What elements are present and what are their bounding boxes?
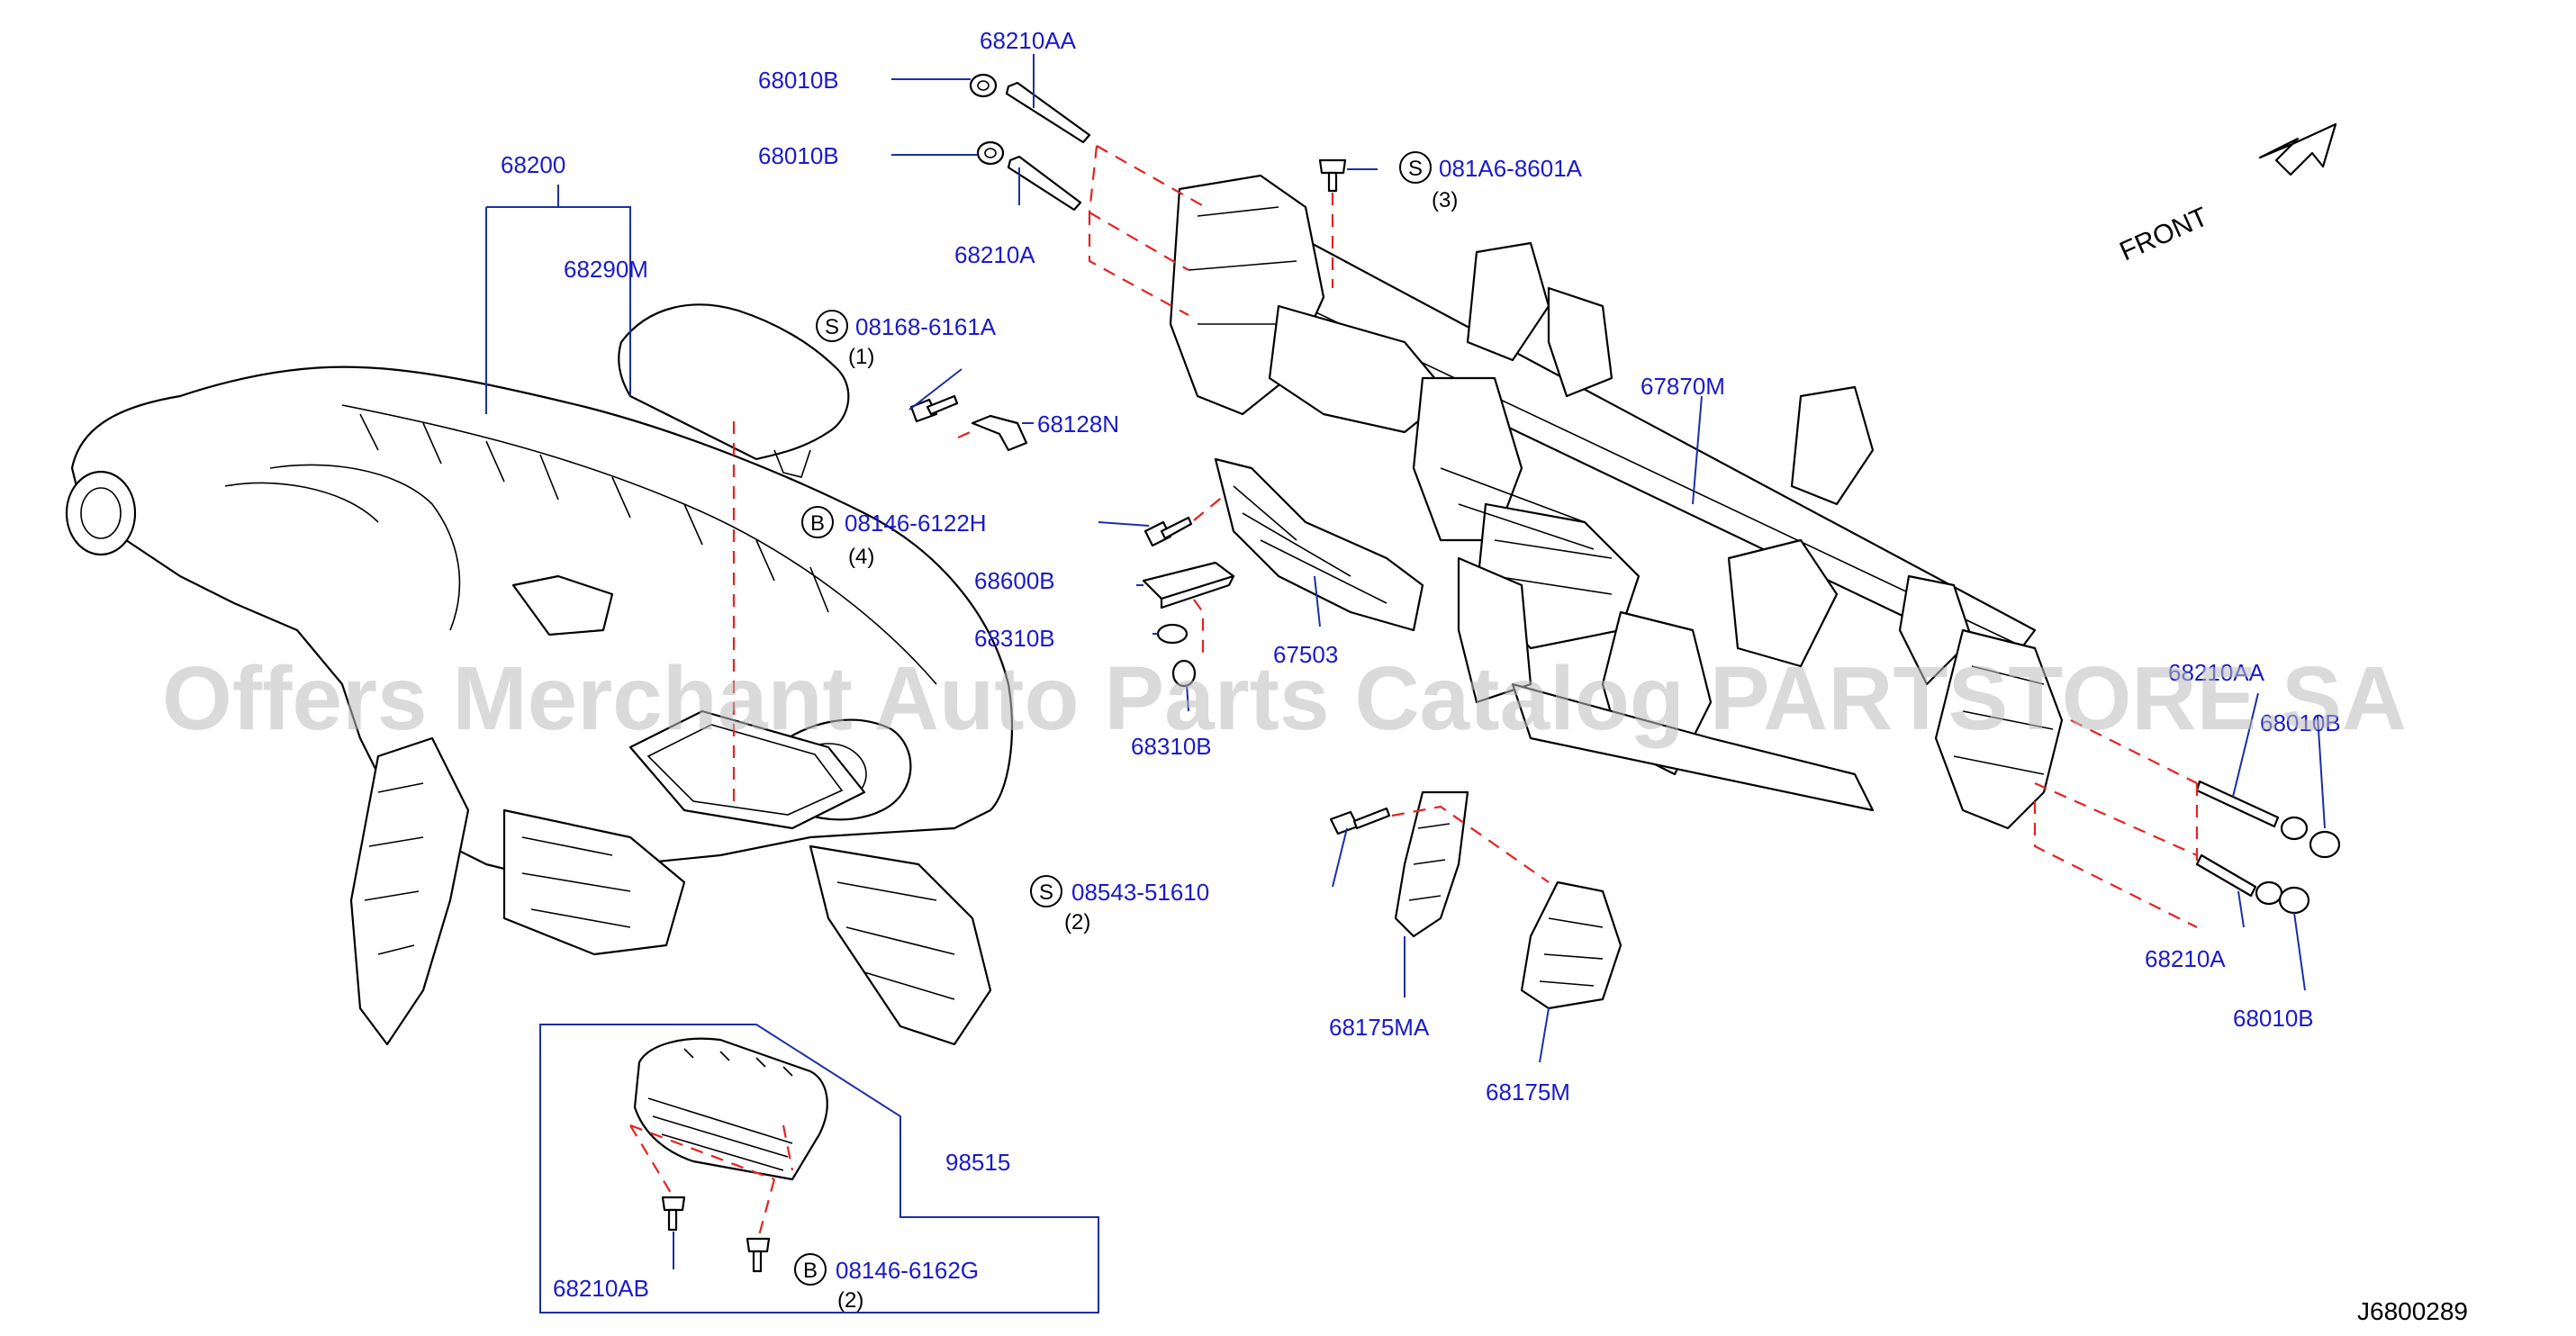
bracket-68175MA-drawing bbox=[1394, 790, 1469, 938]
watermark-text: Offers Merchant Auto Parts Catalog PARTS… bbox=[162, 648, 2407, 749]
bracket-67503-drawing bbox=[1214, 457, 1424, 632]
label-08146-6162G: 08146-6162G bbox=[836, 1257, 979, 1284]
svg-text:B: B bbox=[810, 511, 825, 536]
label-68210AA-top: 68210AA bbox=[980, 27, 1077, 54]
label-68210A-right: 68210A bbox=[2145, 945, 2226, 972]
steering-member-drawing bbox=[1169, 174, 2064, 830]
label-68210A-top: 68210A bbox=[954, 241, 1035, 268]
label-08168-6161A: 08168-6161A bbox=[855, 313, 997, 340]
symbol-s-081A6: S bbox=[1399, 151, 1432, 184]
label-68128N: 68128N bbox=[1037, 411, 1119, 438]
qty-081A6: (3) bbox=[1432, 188, 1458, 212]
label-98515: 98515 bbox=[945, 1149, 1010, 1176]
diagram-code: J6800289 bbox=[2357, 1297, 2468, 1325]
label-68310B-2: 68310B bbox=[1131, 733, 1212, 760]
passenger-airbag-drawing bbox=[633, 1037, 828, 1181]
label-68175MA: 68175MA bbox=[1329, 1014, 1430, 1041]
svg-text:S: S bbox=[1408, 157, 1423, 181]
label-67870M: 67870M bbox=[1641, 373, 1725, 400]
svg-text:S: S bbox=[825, 315, 839, 339]
label-081A6-8601A: 081A6-8601A bbox=[1439, 155, 1583, 182]
bracket-68175M-drawing bbox=[1520, 880, 1622, 1010]
svg-text:B: B bbox=[803, 1259, 818, 1283]
label-68175M: 68175M bbox=[1486, 1079, 1570, 1106]
label-68310B-1: 68310B bbox=[974, 625, 1055, 652]
label-68010B-3: 68010B bbox=[2260, 709, 2341, 736]
label-68290M: 68290M bbox=[564, 256, 648, 283]
qty-08146-6162G: (2) bbox=[837, 1288, 863, 1313]
qty-08146-6122H: (4) bbox=[848, 545, 874, 569]
alignment-dash-lines bbox=[629, 145, 2199, 1240]
bracket-68600B-drawing bbox=[1142, 561, 1235, 609]
qty-08168: (1) bbox=[848, 345, 874, 369]
label-68200: 68200 bbox=[501, 151, 565, 178]
front-indicator: FRONT bbox=[2115, 122, 2337, 266]
label-68600B: 68600B bbox=[974, 567, 1055, 594]
symbol-b-08146-6162G: B bbox=[794, 1253, 827, 1286]
leader-lines bbox=[485, 54, 2326, 1313]
label-68210AB: 68210AB bbox=[553, 1275, 649, 1302]
front-arrow-icon bbox=[2258, 122, 2337, 176]
instrument-panel-drawing bbox=[65, 366, 1013, 1046]
fasteners-drawing bbox=[661, 73, 2341, 1273]
label-08543-51610: 08543-51610 bbox=[1071, 879, 1209, 906]
label-68010B-2: 68010B bbox=[758, 142, 839, 169]
svg-text:S: S bbox=[1039, 880, 1053, 905]
part-labels: 68210AA 68010B 68010B 68210A 081A6-8601A… bbox=[501, 27, 2341, 1313]
symbol-b-08146-6122H: B bbox=[801, 506, 834, 538]
label-68010B-4: 68010B bbox=[2233, 1005, 2314, 1032]
qty-08543: (2) bbox=[1064, 910, 1090, 934]
label-68010B-1: 68010B bbox=[758, 67, 839, 94]
label-67503: 67503 bbox=[1273, 641, 1338, 668]
front-label: FRONT bbox=[2115, 202, 2212, 266]
label-08146-6122H: 08146-6122H bbox=[845, 510, 987, 537]
symbol-s-08543: S bbox=[1030, 875, 1062, 907]
symbol-s-08168: S bbox=[816, 310, 848, 342]
label-68210AA-right: 68210AA bbox=[2168, 659, 2265, 686]
